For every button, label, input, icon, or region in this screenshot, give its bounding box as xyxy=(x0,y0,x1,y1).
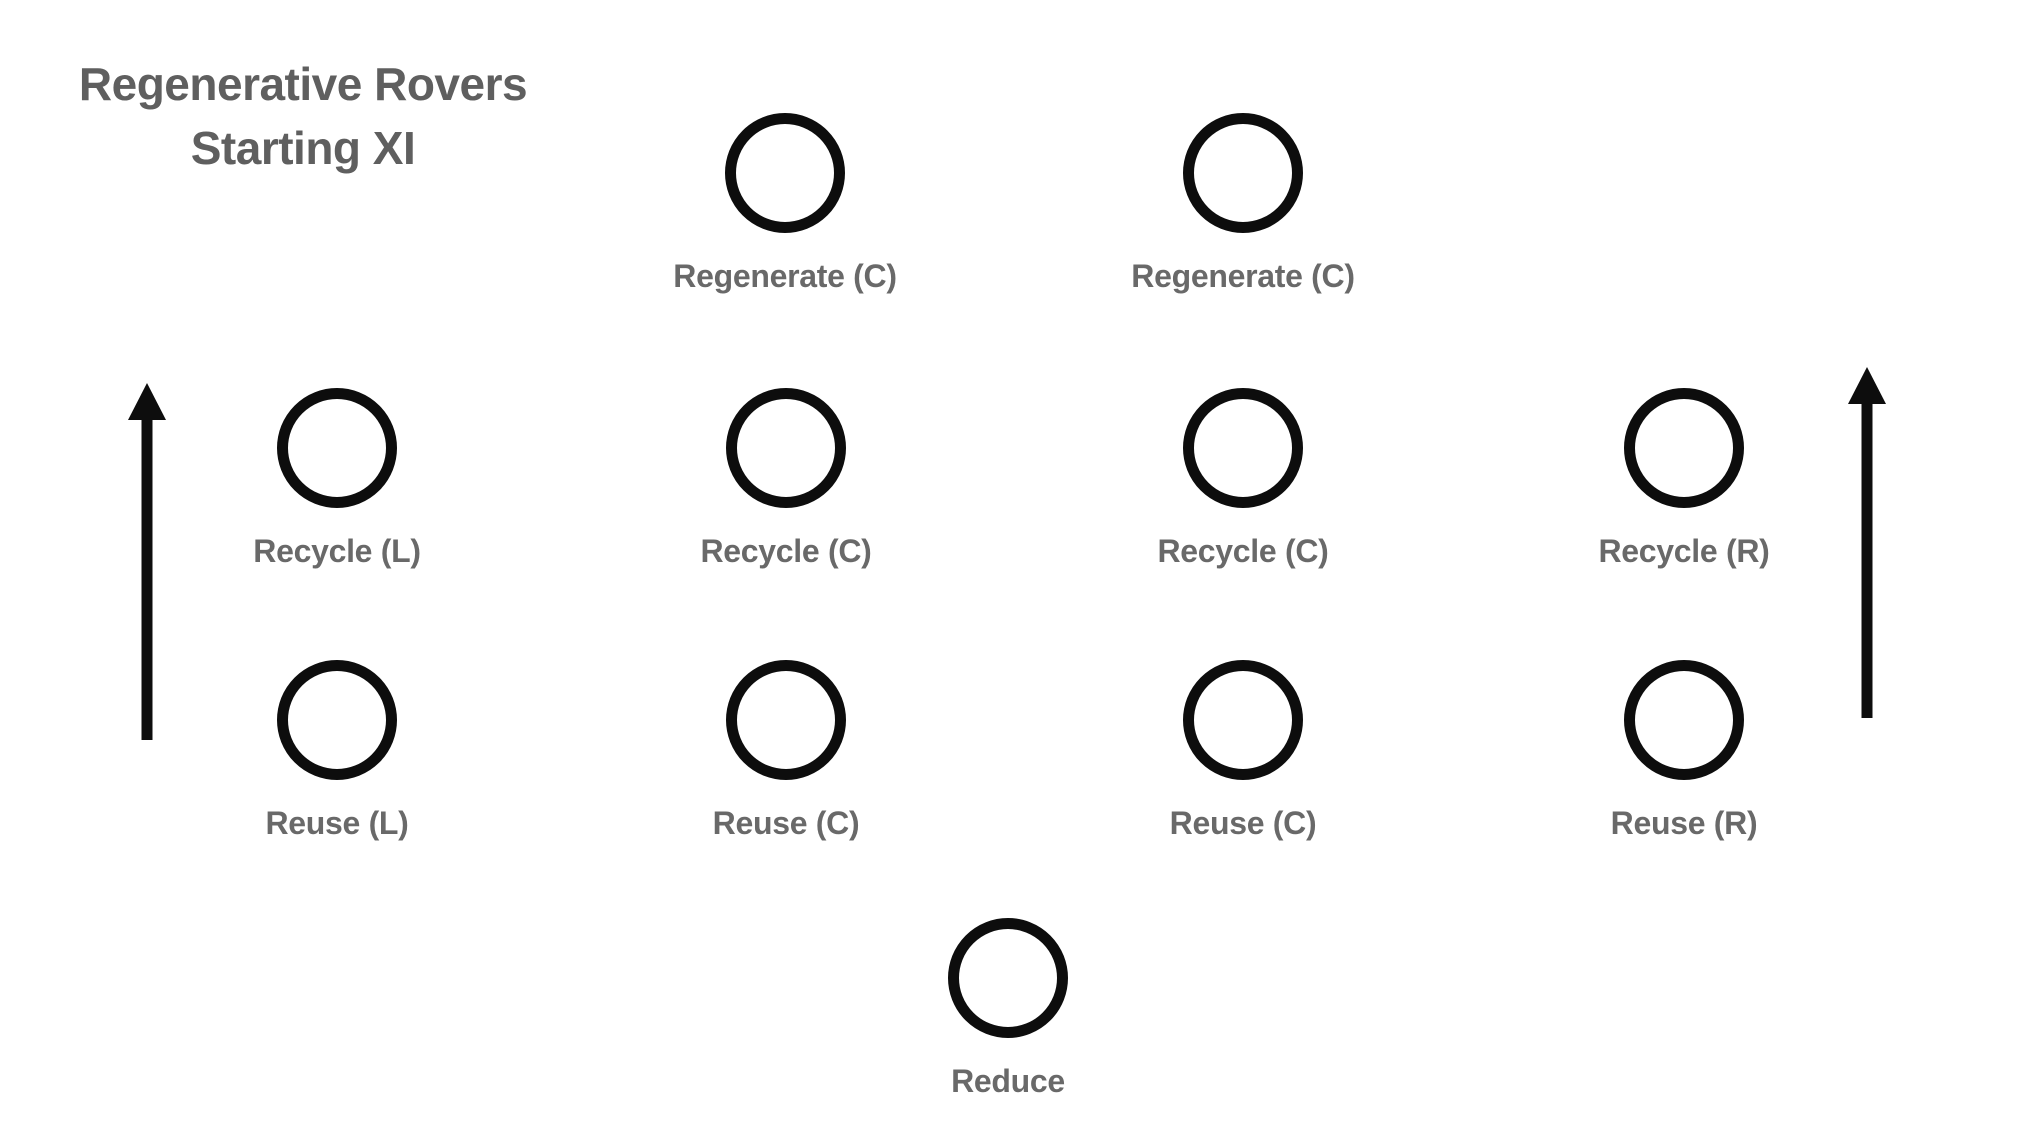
page-title: Regenerative Rovers Starting XI xyxy=(53,52,553,180)
player-defender-left: Reuse (L) xyxy=(177,660,497,841)
player-circle-icon xyxy=(1183,388,1303,508)
player-forward-left: Regenerate (C) xyxy=(625,113,945,294)
player-label: Reuse (C) xyxy=(712,805,860,841)
left-up-arrow-icon xyxy=(128,383,166,740)
player-label: Recycle (C) xyxy=(1157,533,1329,569)
player-circle-icon xyxy=(277,388,397,508)
player-goalkeeper: Reduce xyxy=(848,918,1168,1099)
page-title-line1: Regenerative Rovers xyxy=(78,58,528,110)
player-circle-icon xyxy=(1624,388,1744,508)
player-label: Recycle (L) xyxy=(253,533,421,569)
player-midfielder-right: Recycle (R) xyxy=(1524,388,1844,569)
player-circle-icon xyxy=(1183,660,1303,780)
player-circle-icon xyxy=(1183,113,1303,233)
player-defender-right: Reuse (R) xyxy=(1524,660,1844,841)
player-label: Recycle (R) xyxy=(1598,533,1770,569)
player-label: Reuse (C) xyxy=(1169,805,1317,841)
player-circle-icon xyxy=(725,113,845,233)
player-defender-center-right: Reuse (C) xyxy=(1083,660,1403,841)
right-up-arrow-icon xyxy=(1848,367,1886,718)
player-label: Reduce xyxy=(951,1063,1065,1099)
player-defender-center-left: Reuse (C) xyxy=(626,660,946,841)
player-label: Reuse (L) xyxy=(265,805,409,841)
player-circle-icon xyxy=(726,660,846,780)
page-title-line2: Starting XI xyxy=(190,122,416,174)
player-midfielder-left: Recycle (L) xyxy=(177,388,497,569)
player-label: Regenerate (C) xyxy=(673,258,897,294)
player-midfielder-center-right: Recycle (C) xyxy=(1083,388,1403,569)
player-circle-icon xyxy=(277,660,397,780)
player-label: Regenerate (C) xyxy=(1131,258,1355,294)
player-midfielder-center-left: Recycle (C) xyxy=(626,388,946,569)
player-circle-icon xyxy=(948,918,1068,1038)
player-circle-icon xyxy=(1624,660,1744,780)
player-label: Reuse (R) xyxy=(1610,805,1758,841)
player-forward-right: Regenerate (C) xyxy=(1083,113,1403,294)
player-circle-icon xyxy=(726,388,846,508)
player-label: Recycle (C) xyxy=(700,533,872,569)
